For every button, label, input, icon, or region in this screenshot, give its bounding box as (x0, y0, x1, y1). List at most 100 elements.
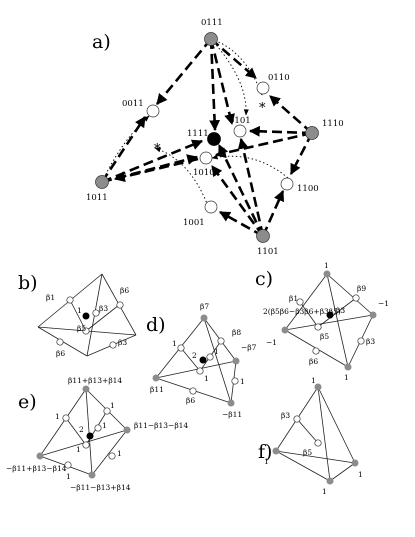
c-beta9: β9 (357, 284, 366, 293)
panel-c-label: c) (255, 268, 273, 290)
panel-d-label: d) (146, 314, 166, 336)
panel-e-label: e) (18, 391, 37, 413)
e-left-expression: −β11+β13−β14 (6, 464, 67, 473)
panel-b-label: b) (18, 272, 38, 294)
d-minus-beta7: −β7 (241, 343, 257, 352)
c-long-expression: 2(β5β6−β3β6+β3β5) (263, 307, 341, 316)
f-one-left: 1 (264, 457, 269, 466)
dashed-arrows (100, 38, 314, 238)
d-beta7: β7 (200, 302, 209, 311)
d-one-left: 1 (172, 339, 177, 348)
b-beta6-bottom: β6 (56, 349, 65, 358)
arrow-1101-1100 (261, 190, 285, 237)
label-1101: 1101 (257, 247, 279, 257)
panel-b: b) β6 β1 1 β3 β5 β3 β6 (18, 272, 137, 358)
arrow-1011-1111 (101, 139, 204, 184)
node-labels: 0111 0011 0110 1111 0101 1110 1010 1011 … (86, 18, 344, 257)
b-beta6-top: β6 (120, 286, 129, 295)
d-one-center: 1 (214, 347, 219, 356)
node-1111 (207, 132, 221, 146)
e-one-right: 1 (117, 449, 122, 458)
node-0011 (146, 104, 160, 118)
c-beta1: β1 (289, 294, 298, 303)
f-beta5: β5 (303, 448, 312, 457)
arrow-1110-1010 (214, 131, 313, 159)
vertices (36, 385, 131, 479)
tetra-edges (275, 386, 356, 482)
node-1001 (204, 200, 218, 214)
b-one: 1 (77, 306, 82, 315)
e-two: 2 (79, 425, 84, 434)
dotted-arrows (101, 38, 289, 207)
panel-d: d) β7 β8 1 2 1 −β7 (146, 302, 257, 419)
node-0110 (256, 81, 270, 95)
f-one-top: 1 (311, 376, 316, 385)
e-one-center: 1 (102, 421, 107, 430)
d-beta8: β8 (232, 328, 241, 337)
label-0110: 0110 (268, 73, 290, 83)
label-1110: 1110 (322, 119, 344, 129)
e-right-expression: β11−β13−β14 (134, 421, 188, 430)
f-one-right: 1 (358, 470, 363, 479)
node-0101 (233, 124, 247, 138)
dotted-0111-0110 (210, 38, 263, 96)
e-bottom-expression: −β11−β13+β14 (70, 483, 131, 492)
arrow-1011-0011 (100, 116, 147, 183)
arrow-0111-1111 (209, 38, 221, 132)
star-marker-right: * (259, 101, 266, 116)
label-1100: 1100 (297, 184, 319, 194)
c-beta5: β5 (320, 332, 329, 341)
label-1111: 1111 (187, 129, 209, 139)
e-one-left: 1 (55, 412, 60, 421)
d-beta11: β11 (150, 385, 164, 394)
arrow-1010-1011 (113, 157, 199, 183)
b-beta1: β1 (46, 293, 55, 302)
node-1101 (256, 229, 270, 243)
panel-f: f) 1 β3 β5 1 1 1 (258, 376, 363, 496)
vertices (56, 296, 124, 349)
graph-nodes (95, 32, 319, 243)
b-beta3: β3 (99, 304, 108, 313)
panel-f-label: f) (258, 441, 272, 463)
node-1100 (280, 177, 294, 191)
panel-a-label: a) (92, 31, 111, 53)
e-top-expression: β11+β13+β14 (68, 376, 122, 385)
label-0011: 0011 (122, 99, 144, 109)
d-one-right: 1 (240, 377, 245, 386)
dotted-1100-1010 (211, 154, 289, 179)
label-0111: 0111 (201, 18, 223, 28)
label-1011: 1011 (86, 193, 108, 203)
label-1001: 1001 (183, 218, 205, 228)
vertices (152, 314, 240, 407)
c-beta3: β3 (336, 306, 345, 315)
d-minus-beta11: −β11 (222, 410, 242, 419)
node-1011 (95, 175, 109, 189)
c-beta3-right: β3 (366, 337, 375, 346)
d-one-middle: 1 (204, 374, 209, 383)
arrow-1101-0101 (237, 137, 265, 237)
arrow-1110-1100 (289, 132, 314, 175)
d-two: 2 (192, 351, 197, 360)
panel-e: e) β11+β13+β14 1 1 β11−β13−β14 (6, 376, 188, 492)
f-one-bottom: 1 (322, 487, 327, 496)
node-1110 (305, 126, 319, 140)
c-one-bottom: 1 (344, 373, 349, 382)
arrow-0111-0011 (156, 38, 212, 105)
panel-c: c) 1 β9 β1 2(β5β6−β3β6+β3β5) β3 (255, 261, 389, 382)
arrow-1110-0101 (248, 125, 313, 137)
f-beta3: β3 (281, 411, 290, 420)
e-one-middle: 1 (76, 445, 81, 454)
vertices (272, 383, 359, 485)
label-0101: 0101 (229, 116, 251, 126)
c-minus-one-right: −1 (378, 299, 389, 308)
c-beta6: β6 (309, 357, 318, 366)
c-minus-one-left: −1 (266, 338, 277, 347)
panel-a: a) (86, 18, 344, 257)
dotted-0111-0101 (210, 38, 249, 116)
arrow-0111-0110 (210, 38, 257, 79)
d-beta6: β6 (186, 396, 195, 405)
dotted-1011-0011 (101, 115, 150, 183)
label-1010: 1010 (193, 168, 215, 178)
node-1010 (199, 151, 213, 165)
